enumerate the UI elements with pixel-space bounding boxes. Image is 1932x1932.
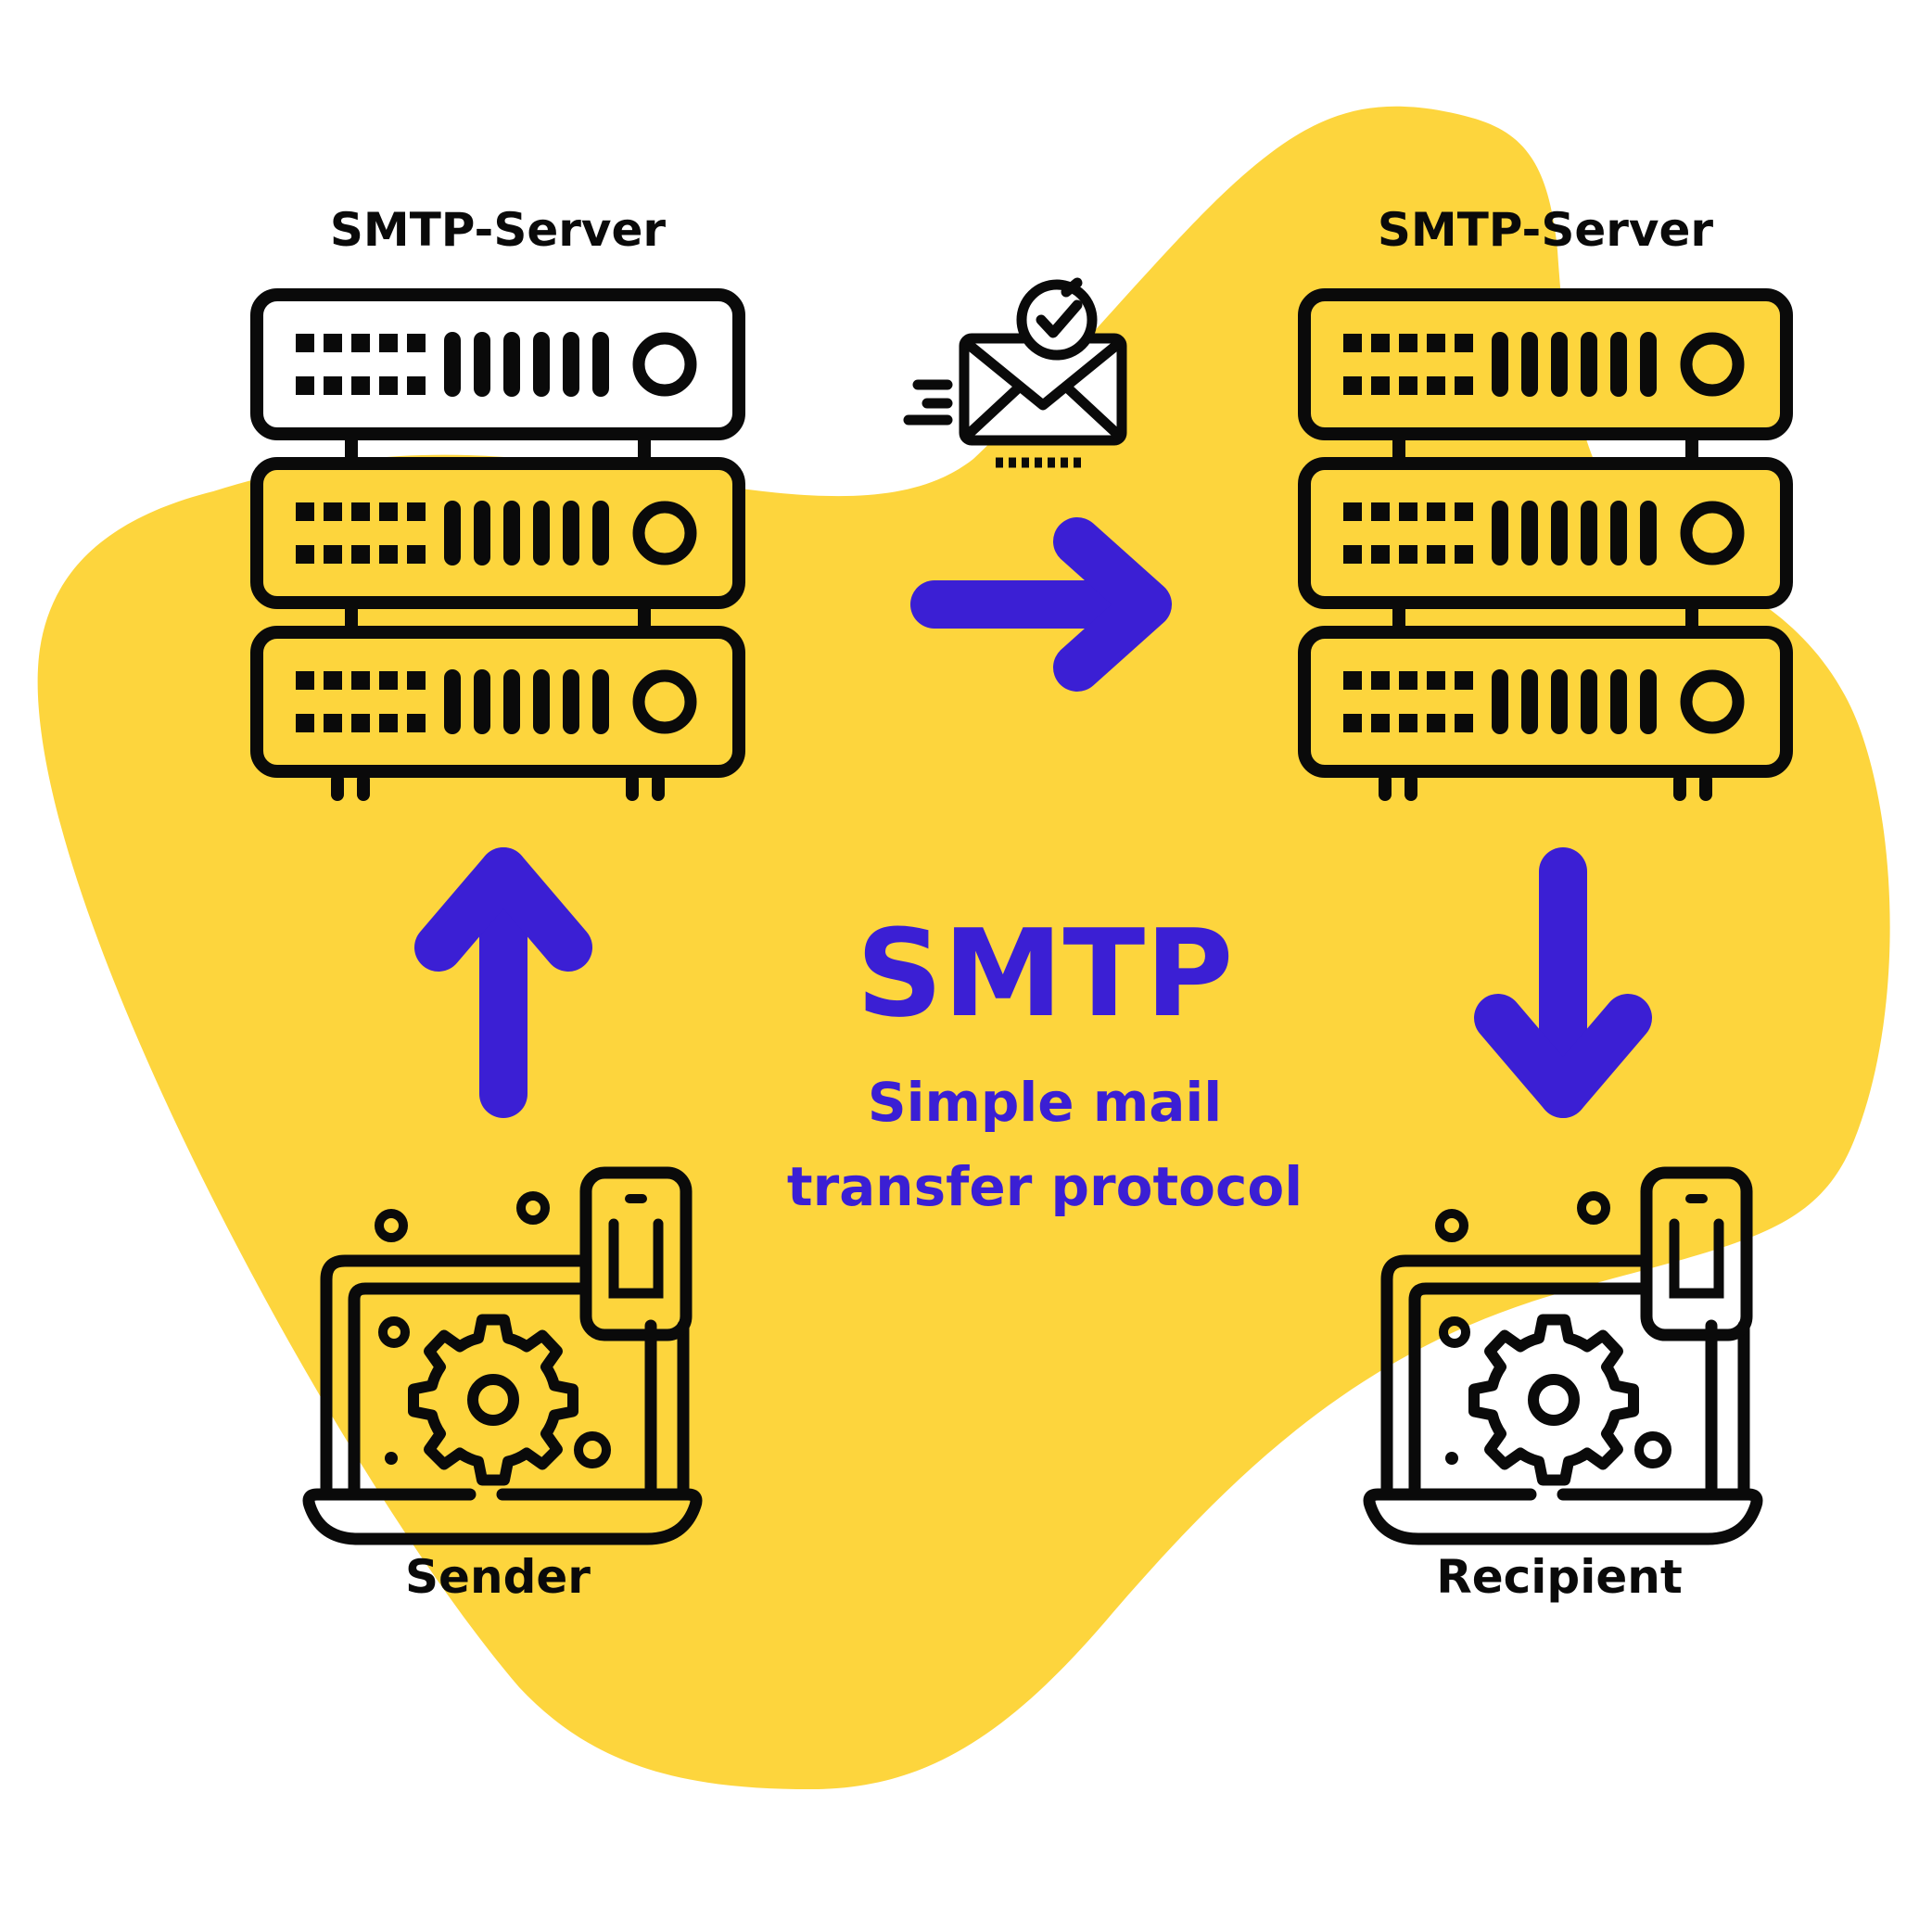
server-rack-icon <box>257 295 739 801</box>
server-left-label: SMTP-Server <box>330 203 666 257</box>
arrow-right-icon <box>910 517 1172 692</box>
arrow-down-icon <box>1474 847 1652 1118</box>
subtitle-line-1: Simple mail <box>868 1071 1222 1134</box>
recipient-label: Recipient <box>1436 1550 1683 1604</box>
arrow-up-icon <box>414 847 592 1118</box>
server-rack-icon <box>1304 295 1786 801</box>
subtitle-line-2: transfer protocol <box>787 1155 1303 1218</box>
server-right-label: SMTP-Server <box>1378 203 1713 257</box>
sender-label: Sender <box>405 1550 591 1604</box>
email-sent-check-icon <box>903 277 1127 468</box>
page-title: SMTP <box>857 903 1234 1044</box>
